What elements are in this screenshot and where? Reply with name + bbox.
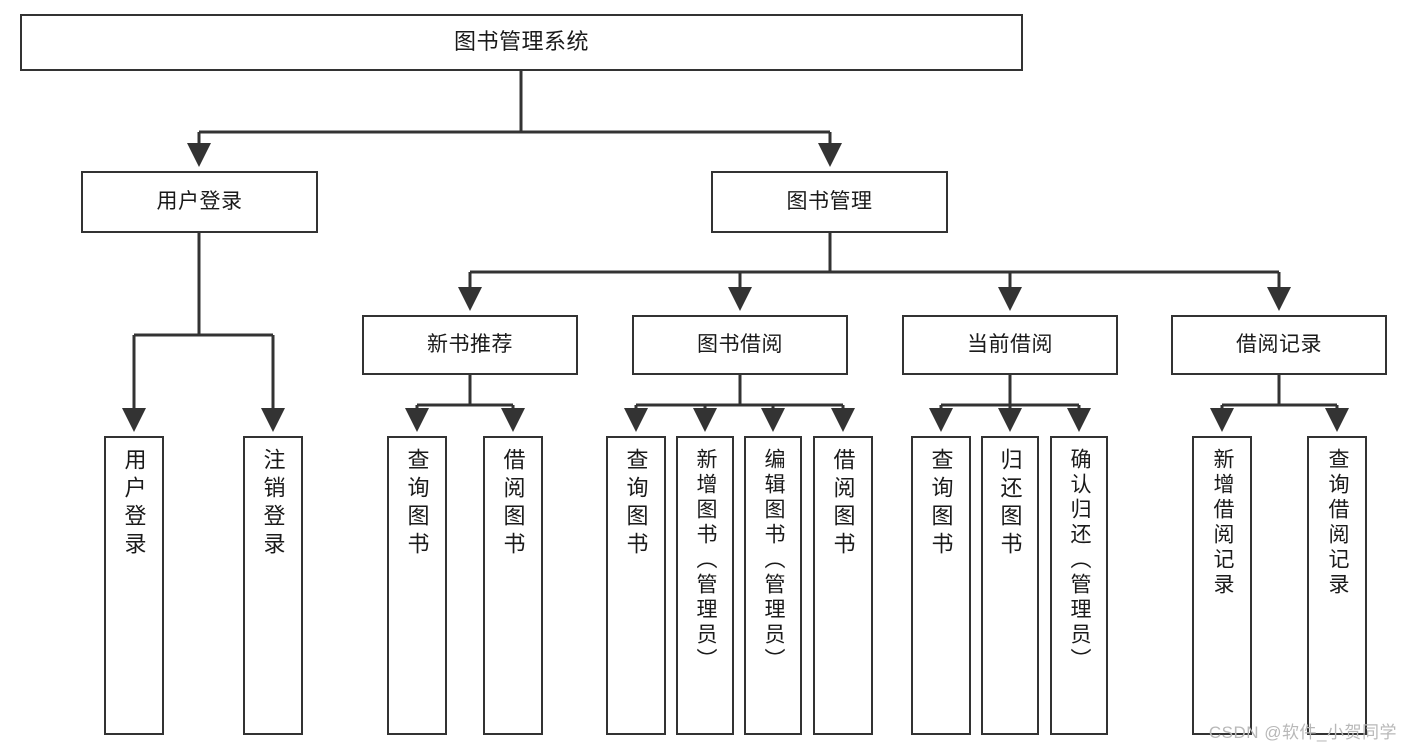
node-label: 归还图书 bbox=[997, 448, 1023, 560]
node-leaf-return-book[interactable]: 归还图书 bbox=[981, 436, 1039, 735]
node-leaf-edit-book-admin[interactable]: 编辑图书（管理员） bbox=[744, 436, 802, 735]
node-label: 图书管理系统 bbox=[453, 29, 589, 55]
node-label: 借阅图书 bbox=[500, 448, 526, 560]
node-leaf-borrow-book[interactable]: 借阅图书 bbox=[813, 436, 873, 735]
node-label: 确认归还（管理员） bbox=[1068, 448, 1092, 673]
node-label: 查询借阅记录 bbox=[1326, 448, 1350, 598]
csdn-watermark: CSDN @软件_小贺同学 bbox=[1208, 723, 1397, 742]
node-borrow-record[interactable]: 借阅记录 bbox=[1171, 315, 1387, 375]
node-leaf-add-borrow-record[interactable]: 新增借阅记录 bbox=[1192, 436, 1252, 735]
node-user-login[interactable]: 用户登录 bbox=[81, 171, 318, 233]
node-label: 编辑图书（管理员） bbox=[762, 448, 786, 673]
node-new-book-recommend[interactable]: 新书推荐 bbox=[362, 315, 578, 375]
node-label: 注销登录 bbox=[260, 448, 286, 560]
node-leaf-confirm-return-admin[interactable]: 确认归还（管理员） bbox=[1050, 436, 1108, 735]
node-leaf-query-book-current[interactable]: 查询图书 bbox=[911, 436, 971, 735]
node-label: 用户登录 bbox=[121, 448, 147, 560]
node-book-management[interactable]: 图书管理 bbox=[711, 171, 948, 233]
node-label: 借阅记录 bbox=[1236, 333, 1322, 357]
node-leaf-logout-login[interactable]: 注销登录 bbox=[243, 436, 303, 735]
node-label: 图书管理 bbox=[786, 190, 873, 214]
node-leaf-query-book-recommend[interactable]: 查询图书 bbox=[387, 436, 447, 735]
node-label: 借阅图书 bbox=[830, 448, 856, 560]
node-label: 用户登录 bbox=[156, 190, 243, 214]
node-leaf-user-login[interactable]: 用户登录 bbox=[104, 436, 164, 735]
node-label: 新增借阅记录 bbox=[1211, 448, 1235, 598]
node-label: 新增图书（管理员） bbox=[694, 448, 718, 673]
node-book-borrow[interactable]: 图书借阅 bbox=[632, 315, 848, 375]
node-label: 新书推荐 bbox=[427, 333, 513, 357]
node-leaf-borrow-book-recommend[interactable]: 借阅图书 bbox=[483, 436, 543, 735]
node-label: 查询图书 bbox=[404, 448, 430, 560]
node-current-borrow[interactable]: 当前借阅 bbox=[902, 315, 1118, 375]
node-label: 查询图书 bbox=[623, 448, 649, 560]
node-leaf-add-book-admin[interactable]: 新增图书（管理员） bbox=[676, 436, 734, 735]
node-leaf-query-book-borrow[interactable]: 查询图书 bbox=[606, 436, 666, 735]
node-label: 查询图书 bbox=[928, 448, 954, 560]
node-label: 当前借阅 bbox=[967, 333, 1053, 357]
node-root-book-management-system[interactable]: 图书管理系统 bbox=[20, 14, 1023, 71]
node-label: 图书借阅 bbox=[697, 333, 783, 357]
node-leaf-query-borrow-record[interactable]: 查询借阅记录 bbox=[1307, 436, 1367, 735]
